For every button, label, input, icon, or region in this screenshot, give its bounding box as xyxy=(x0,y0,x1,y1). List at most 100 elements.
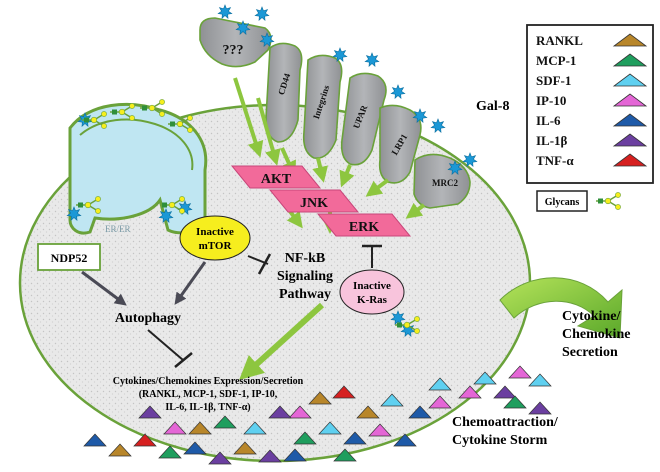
cytokine-triangle-19 xyxy=(243,421,267,435)
cytokine-triangle-8 xyxy=(458,385,482,399)
cytokine-triangle-22 xyxy=(318,421,342,435)
legend-label-5: IL-1β xyxy=(536,133,568,148)
activation-arrow-3 xyxy=(312,157,328,183)
inactive-mtor-line1: Inactive xyxy=(196,226,234,238)
cytokine-triangle-6 xyxy=(428,395,452,409)
cytokine-expression-line2: (RANKL, MCP-1, SDF-1, IP-10, xyxy=(139,389,278,400)
cytokine-triangle-35 xyxy=(333,448,357,462)
cytokine-triangle-17 xyxy=(188,421,212,435)
legend-triangle-5 xyxy=(612,133,648,147)
galectin-star-3 xyxy=(259,32,275,48)
cytokine-triangle-16 xyxy=(163,421,187,435)
cytokine-triangle-27 xyxy=(108,443,132,457)
kinase-akt: AKT xyxy=(230,165,322,189)
galectin-star-8 xyxy=(430,118,446,134)
glycan-chain-3 xyxy=(168,115,193,133)
cytokine-triangle-23 xyxy=(343,431,367,445)
receptor-cd44: CD44 xyxy=(265,42,303,143)
receptor-lrp1: LRP1 xyxy=(378,104,422,184)
nfkb-line2: Signaling xyxy=(277,269,333,284)
legend-triangle-6 xyxy=(612,153,648,167)
cytokine-triangle-12 xyxy=(528,373,552,387)
storm-line1: Chemoattraction/ xyxy=(452,415,559,430)
glycan-chain-5 xyxy=(160,196,185,214)
galectin-8-stars xyxy=(66,4,478,338)
cytokine-triangle-32 xyxy=(233,441,257,455)
secretion-line2: Chemokine xyxy=(562,327,630,342)
activation-arrow-4 xyxy=(339,164,355,188)
cytokine-triangle-14 xyxy=(528,401,552,415)
cytokine-triangle-25 xyxy=(393,433,417,447)
autophagy-label: Autophagy xyxy=(115,311,181,326)
glycan-chain-4 xyxy=(76,196,101,214)
cytokine-triangle-30 xyxy=(183,441,207,455)
cytokine-triangle-11 xyxy=(508,365,532,379)
activation-arrow-5 xyxy=(365,178,390,197)
glycan-legend-icon xyxy=(596,192,621,210)
cytokine-triangle-21 xyxy=(293,431,317,445)
autophagy-arrows xyxy=(81,261,207,306)
glycan-chain-1 xyxy=(110,103,135,121)
receptor-unknown-label: ??? xyxy=(223,43,244,58)
nfkb-to-cytokine-arrow xyxy=(239,302,325,381)
legend-label-2: SDF-1 xyxy=(536,73,571,88)
activation-arrow-6 xyxy=(405,202,426,219)
kinase-jnk: JNK xyxy=(268,189,360,213)
secretion-line3: Secretion xyxy=(562,345,618,360)
galectin-star-2 xyxy=(254,6,270,22)
nfkb-line3: Pathway xyxy=(279,287,331,302)
legend-label-0: RANKL xyxy=(536,33,583,48)
glycan-chains xyxy=(76,99,420,334)
cytokine-triangle-9 xyxy=(473,371,497,385)
ndp52-label: NDP52 xyxy=(51,251,88,265)
cytokine-triangle-2 xyxy=(356,405,380,419)
cytokine-triangle-10 xyxy=(493,385,517,399)
receptor-upar: UPAR xyxy=(340,72,387,166)
cytokine-triangle-4 xyxy=(380,393,404,407)
cytokine-triangle-3 xyxy=(288,405,312,419)
legend-triangle-0 xyxy=(612,33,648,47)
kinase-cascade: AKT JNK ERK xyxy=(230,165,412,237)
cytokine-triangle-15 xyxy=(138,405,162,419)
svg-text:ER/ER: ER/ER xyxy=(105,224,131,234)
galectin-star-5 xyxy=(364,52,380,68)
kinase-akt-label: AKT xyxy=(261,172,292,187)
inactive-mtor: Inactive mTOR xyxy=(179,215,251,261)
cytokine-triangle-5 xyxy=(408,405,432,419)
glycan-chain-2 xyxy=(140,99,165,117)
kinase-erk: ERK xyxy=(316,213,412,237)
receptor-mrc2-label: MRC2 xyxy=(432,178,458,188)
galectin-star-6 xyxy=(390,84,406,100)
legend-label-4: IL-6 xyxy=(536,113,561,128)
cytokine-triangle-24 xyxy=(368,423,392,437)
activation-arrow-0 xyxy=(233,77,264,158)
inactive-mtor-line2: mTOR xyxy=(199,240,233,252)
cytokine-triangle-34 xyxy=(283,448,307,462)
cytokine-triangle-29 xyxy=(158,445,182,459)
legend-triangle-3 xyxy=(612,93,648,107)
inactive-kras: Inactive K-Ras xyxy=(339,269,405,315)
ndp52-box: NDP52 xyxy=(37,243,101,271)
kinase-jnk-label: JNK xyxy=(300,196,328,211)
glycans-legend-label: Glycans xyxy=(545,197,580,208)
galectin-star-11 xyxy=(66,206,82,222)
glycans-legend-box xyxy=(536,190,588,212)
cytokine-triangles xyxy=(83,365,552,465)
storm-line2: Cytokine Storm xyxy=(452,433,548,448)
legend-label-1: MCP-1 xyxy=(536,53,576,68)
galectin-star-4 xyxy=(332,47,348,63)
cytokine-triangle-26 xyxy=(83,433,107,447)
legend-label-3: IP-10 xyxy=(536,93,566,108)
autophagy-inhibition xyxy=(147,329,193,368)
cytokine-triangle-20 xyxy=(268,405,292,419)
galectin-star-10 xyxy=(447,160,463,176)
legend-label-6: TNF-α xyxy=(536,153,574,168)
galectin-star-14 xyxy=(390,310,406,326)
kinase-erk-label: ERK xyxy=(349,220,379,235)
cytokine-triangle-13 xyxy=(503,395,527,409)
galectin-star-12 xyxy=(158,208,174,224)
damaged-vesicle: ER/ER xyxy=(68,102,208,235)
legend-triangle-4 xyxy=(612,113,648,127)
